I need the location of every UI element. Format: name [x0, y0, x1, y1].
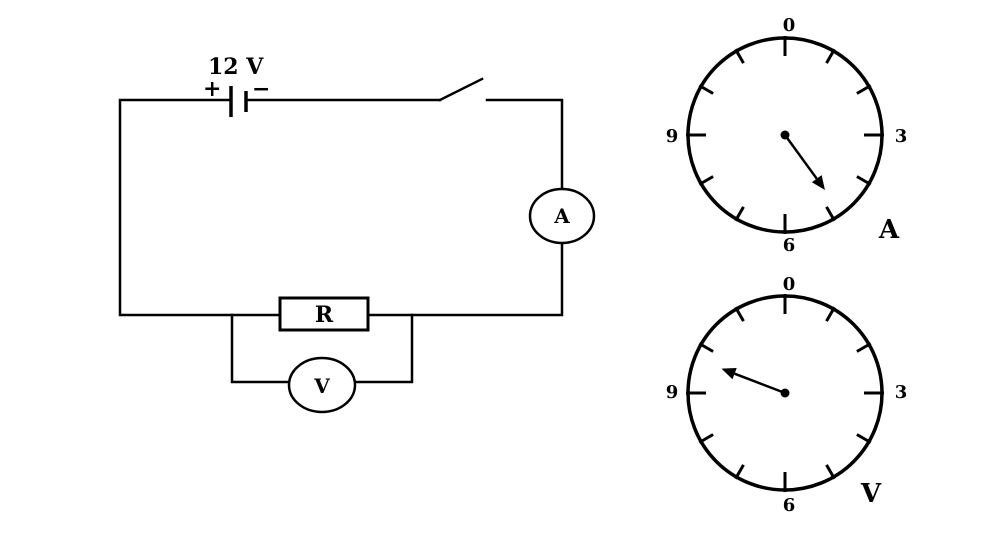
voltmeter-pivot — [780, 388, 790, 398]
resistor: R — [278, 296, 370, 332]
voltmeter-tick — [856, 342, 872, 353]
ammeter-tick — [734, 48, 745, 64]
wire-right-bottom — [366, 241, 564, 317]
battery-voltage-label: 12 V — [208, 54, 264, 80]
battery: + − 12 V — [203, 54, 270, 117]
ammeter-dial: 0 3 6 9 A — [666, 15, 908, 256]
ammeter-needle — [783, 134, 818, 180]
resistor-label: R — [315, 302, 334, 328]
circuit-diagram: + − 12 V A R V — [118, 54, 596, 414]
voltmeter-scale-3: 3 — [895, 382, 908, 403]
ammeter-tick — [698, 84, 714, 95]
voltmeter-scale-0: 0 — [783, 274, 796, 295]
wire-voltmeter-left — [230, 313, 292, 384]
voltmeter-circle — [287, 356, 357, 414]
ammeter-scale-0: 0 — [783, 15, 796, 36]
voltmeter-tick — [825, 306, 836, 322]
ammeter-tick — [825, 48, 836, 64]
voltmeter-needle — [734, 372, 786, 395]
voltmeter-tick — [698, 342, 714, 353]
ammeter-scale-9: 9 — [666, 126, 679, 147]
voltmeter-symbol-label: V — [313, 374, 330, 398]
ammeter-tick — [825, 206, 836, 222]
voltmeter-tick — [734, 306, 745, 322]
ammeter-pivot — [780, 130, 790, 140]
ammeter-tick — [734, 206, 745, 222]
battery-plus-sign: + — [203, 76, 221, 102]
ammeter-tick — [856, 84, 872, 95]
voltmeter-scale-6: 6 — [783, 495, 796, 516]
voltmeter-tick — [734, 464, 745, 480]
wire-left-top — [118, 98, 282, 317]
switch-blade — [438, 77, 484, 102]
resistor-body — [278, 296, 370, 332]
wire-voltmeter-right — [352, 313, 414, 384]
voltmeter-name-label: V — [860, 479, 882, 509]
voltmeter-scale-9: 9 — [666, 382, 679, 403]
ammeter-circle — [528, 187, 596, 245]
ammeter-needle-arrowhead — [811, 175, 825, 191]
ammeter-tick — [698, 175, 714, 186]
ammeter-symbol-label: A — [553, 204, 570, 228]
ammeter-scale-6: 6 — [783, 235, 796, 256]
ammeter-symbol: A — [528, 187, 596, 245]
voltmeter-dial: 0 3 6 9 V — [666, 274, 908, 516]
ammeter-name-label: A — [878, 215, 900, 245]
voltmeter-needle-arrowhead — [721, 368, 737, 380]
voltmeter-symbol: V — [287, 356, 357, 414]
ammeter-ticks — [686, 36, 884, 234]
battery-minus-sign: − — [252, 76, 270, 102]
ammeter-scale-3: 3 — [895, 126, 908, 147]
voltmeter-tick — [856, 433, 872, 444]
ammeter-tick — [856, 175, 872, 186]
wire-right — [485, 98, 564, 191]
voltmeter-ticks — [686, 294, 884, 492]
voltmeter-tick — [698, 433, 714, 444]
voltmeter-tick — [825, 464, 836, 480]
